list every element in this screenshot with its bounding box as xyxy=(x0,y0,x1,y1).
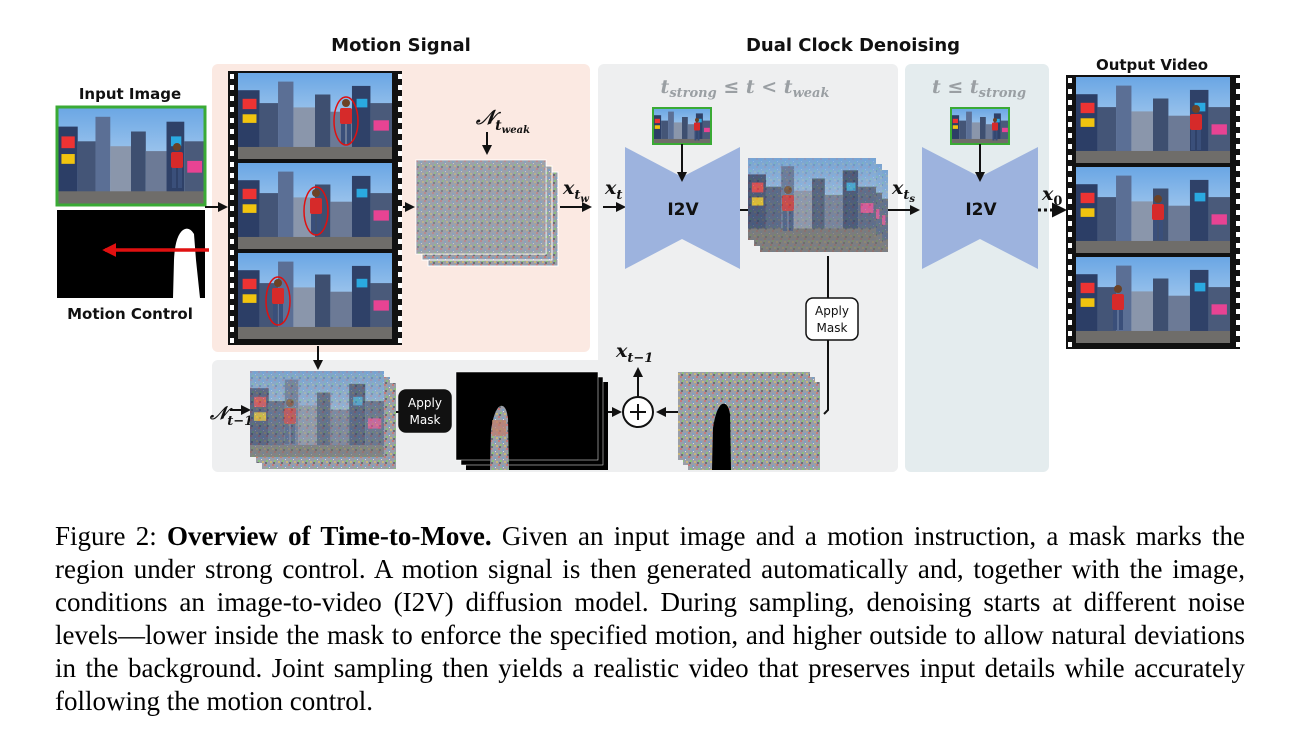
x-t-symbol: xt xyxy=(604,177,622,203)
apply-mask-right-line2: Mask xyxy=(817,321,848,335)
strong-range-condition: t ≤ tstrong xyxy=(932,76,1026,101)
input-image xyxy=(55,105,207,207)
motion-control-label: Motion Control xyxy=(67,305,193,323)
apply-mask-left-line2: Mask xyxy=(410,413,441,427)
x-t-minus-1-symbol: xt−1 xyxy=(615,340,653,366)
i2v-network-weak xyxy=(625,147,740,269)
figure-caption: Figure 2: Overview of Time-to-Move. Give… xyxy=(55,520,1245,718)
noisy-latent-stack-weak xyxy=(415,159,559,267)
i2v-label-strong: I2V xyxy=(965,200,997,220)
apply-mask-box-right xyxy=(805,297,859,341)
caption-title: Overview of Time-to-Move. xyxy=(166,521,492,551)
dual-clock-title: Dual Clock Denoising xyxy=(746,35,960,56)
apply-mask-left-line1: Apply xyxy=(408,396,442,410)
x-0-symbol: x0 xyxy=(1041,183,1062,209)
motion-signal-title: Motion Signal xyxy=(331,35,471,56)
overview-diagram: Motion Signal Dual Clock Denoising Input… xyxy=(55,35,1240,472)
input-image-label: Input Image xyxy=(79,85,181,103)
condition-image-weak xyxy=(652,107,712,145)
i2v-label-weak: I2V xyxy=(667,200,699,220)
apply-mask-box-left xyxy=(398,389,452,433)
motion-signal-video xyxy=(228,71,402,345)
motion-control-mask xyxy=(57,210,209,298)
i2v-network-strong xyxy=(922,147,1038,269)
denoised-latent-stack xyxy=(748,158,888,252)
masked-latent-stack-left xyxy=(455,371,608,470)
condition-image-strong xyxy=(950,107,1010,145)
output-video-label: Output Video xyxy=(1096,56,1208,74)
noisy-latent-stack-prev xyxy=(250,371,396,469)
caption-body: Given an input image and a motion instru… xyxy=(55,521,1245,716)
noise-prev-symbol: 𝒩t−1 xyxy=(209,403,253,429)
apply-mask-right-line1: Apply xyxy=(815,304,849,318)
caption-prefix: Figure 2: xyxy=(55,521,157,551)
masked-latent-stack-right xyxy=(678,372,820,470)
weak-range-condition: tstrong ≤ t < tweak xyxy=(661,76,830,101)
x-tw-symbol: xtw xyxy=(562,177,589,205)
x-ts-symbol: xts xyxy=(891,177,915,205)
output-video xyxy=(1066,75,1240,349)
